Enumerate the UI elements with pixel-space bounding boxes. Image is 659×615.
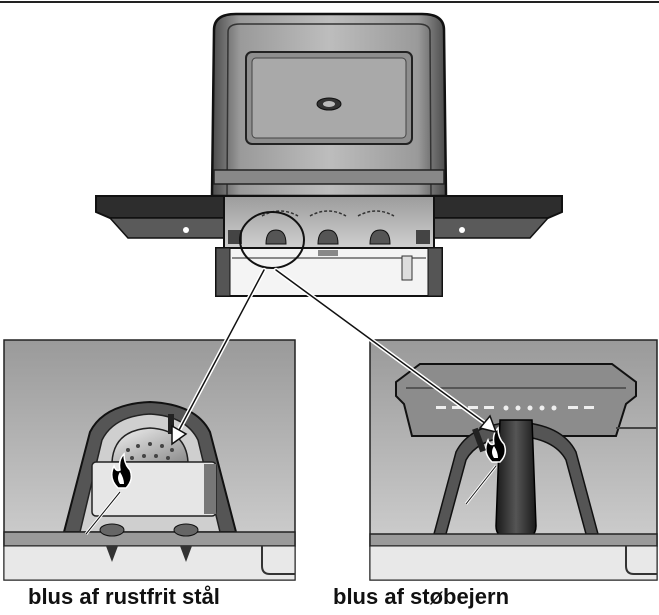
left-side-shelf [95, 195, 225, 219]
caption-stainless-burner: blus af rustfrit stål [28, 584, 220, 609]
castiron-burner-head [395, 363, 637, 437]
callout-arrows [171, 267, 498, 446]
detail-stainless-burner [3, 339, 296, 581]
right-side-shelf [433, 195, 563, 219]
castiron-burner-pipe [495, 419, 537, 541]
caption-castiron-burner: blus af støbejern [333, 584, 510, 609]
valve-block [91, 461, 217, 517]
knob-2 [317, 229, 339, 245]
grill-overview [0, 1, 659, 297]
zoom-indicator-circle [239, 211, 305, 269]
flame-icon [111, 452, 133, 489]
knob-1 [265, 229, 287, 245]
flame-icon-2 [485, 426, 507, 463]
knob-3 [369, 229, 391, 245]
detail-castiron-burner [369, 339, 658, 581]
